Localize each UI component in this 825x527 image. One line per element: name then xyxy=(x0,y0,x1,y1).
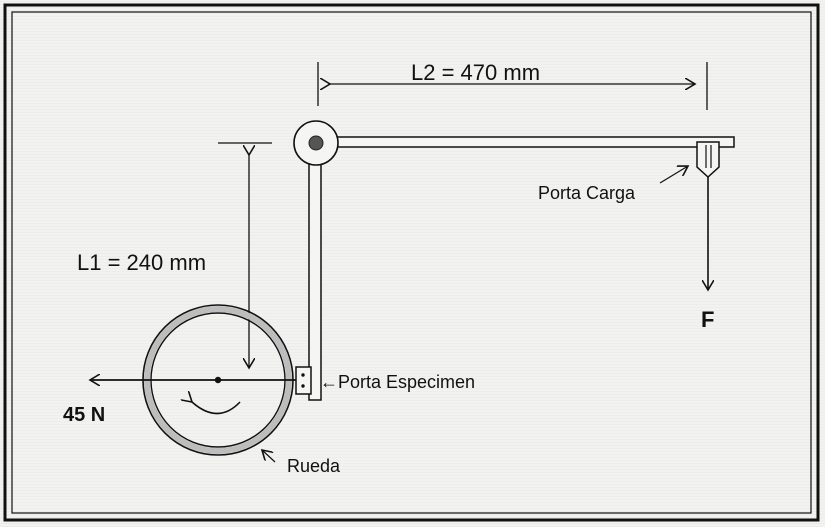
outer-border xyxy=(3,3,820,522)
l2-label: L2 = 470 mm xyxy=(411,60,541,85)
rueda-pointer xyxy=(262,450,276,463)
porta-especimen-label: ←Porta Especimen xyxy=(320,372,476,392)
specimen-arm xyxy=(308,159,322,401)
rotation-arrow xyxy=(192,402,241,415)
lever-arm xyxy=(335,136,735,148)
porta-carga-label: Porta Carga xyxy=(538,183,636,203)
load-label: 45 N xyxy=(63,404,106,426)
specimen-holder xyxy=(295,366,312,395)
porta-carga-pointer xyxy=(659,166,688,184)
rueda-label: Rueda xyxy=(287,456,341,476)
force-label: F xyxy=(701,307,715,332)
inner-border xyxy=(11,11,812,514)
pivot-pin xyxy=(308,135,324,151)
load-holder xyxy=(696,141,720,179)
l1-label: L1 = 240 mm xyxy=(77,250,207,275)
